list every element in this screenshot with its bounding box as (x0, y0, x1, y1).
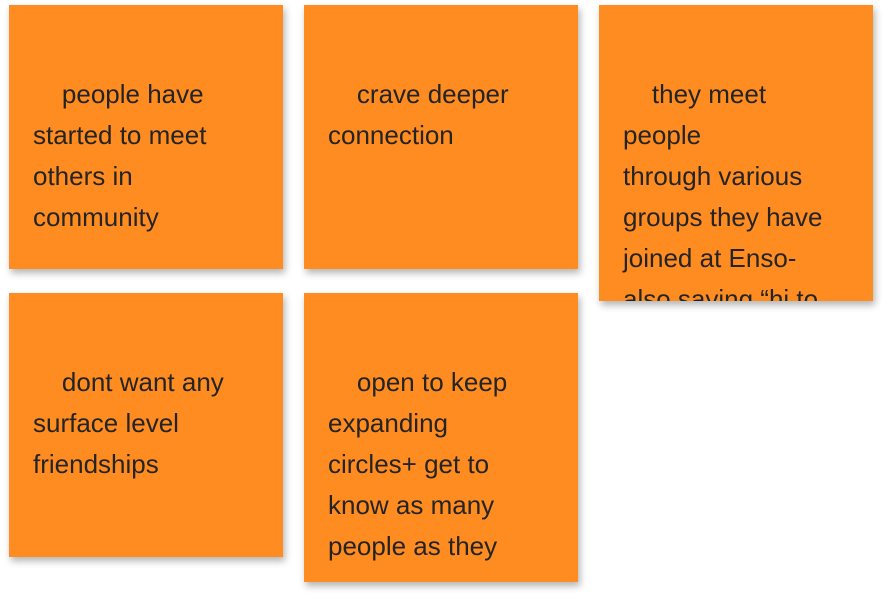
sticky-note-text: open to keep expanding circles+ get to k… (328, 367, 508, 582)
sticky-note-text: dont want any surface level friendships (33, 367, 224, 479)
sticky-note[interactable]: they meet people through various groups … (599, 5, 873, 301)
sticky-note[interactable]: dont want any surface level friendships (9, 293, 283, 557)
sticky-note-text: people have started to meet others in co… (33, 79, 207, 232)
sticky-note[interactable]: crave deeper connection (304, 5, 578, 269)
sticky-note[interactable]: people have started to meet others in co… (9, 5, 283, 269)
sticky-note-text: crave deeper connection (328, 79, 509, 150)
sticky-note-text: they meet people through various groups … (623, 79, 823, 301)
sticky-note[interactable]: open to keep expanding circles+ get to k… (304, 293, 578, 582)
